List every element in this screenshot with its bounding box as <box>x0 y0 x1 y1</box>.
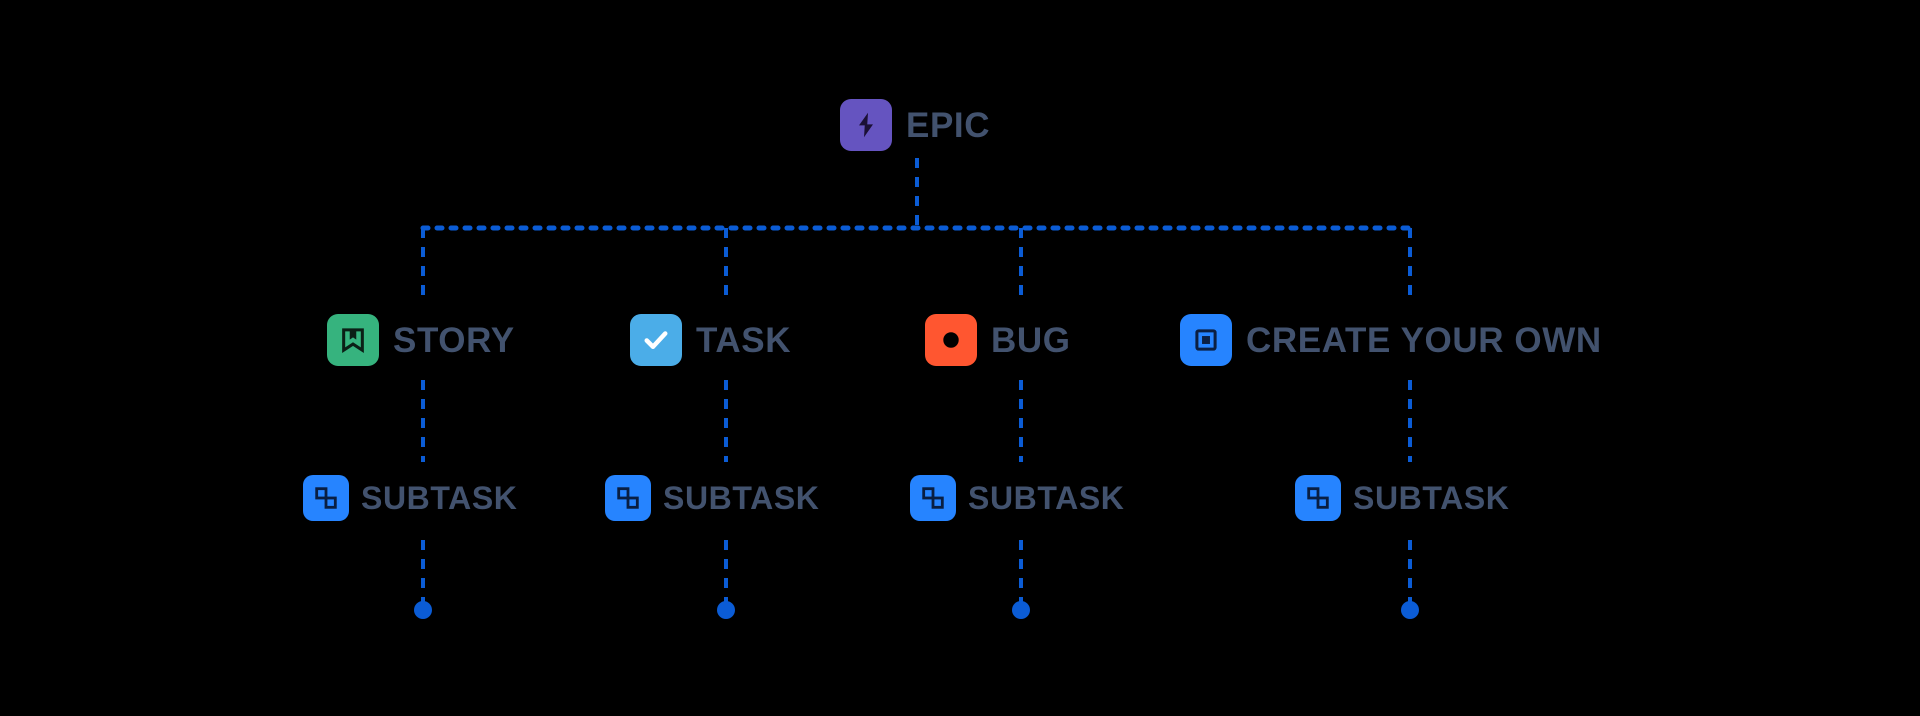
node-create-your-own-label: CREATE YOUR OWN <box>1246 320 1602 360</box>
node-subtask-bug-label: SUBTASK <box>968 480 1125 516</box>
node-task-label: TASK <box>696 320 792 360</box>
node-create-your-own[interactable]: CREATE YOUR OWN <box>1180 314 1602 366</box>
node-subtask-bug[interactable]: SUBTASK <box>910 475 1125 521</box>
task-check-icon <box>630 314 682 366</box>
story-bookmark-icon <box>327 314 379 366</box>
node-subtask-task-label: SUBTASK <box>663 480 820 516</box>
node-bug-label: BUG <box>991 320 1071 360</box>
subtask-squares-icon <box>605 475 651 521</box>
node-story[interactable]: STORY <box>327 314 515 366</box>
node-epic-label: EPIC <box>906 105 991 145</box>
node-epic[interactable]: EPIC <box>840 99 990 151</box>
terminal-dot-2 <box>717 601 735 619</box>
node-bug[interactable]: BUG <box>925 314 1071 366</box>
subtask-squares-icon <box>1295 475 1341 521</box>
node-subtask-story[interactable]: SUBTASK <box>303 475 518 521</box>
node-subtask-task[interactable]: SUBTASK <box>605 475 820 521</box>
node-task[interactable]: TASK <box>630 314 791 366</box>
node-subtask-create-your-own[interactable]: SUBTASK <box>1295 475 1510 521</box>
node-subtask-story-label: SUBTASK <box>361 480 518 516</box>
node-subtask-create-your-own-label: SUBTASK <box>1353 480 1510 516</box>
create-your-own-square-icon <box>1180 314 1232 366</box>
node-story-label: STORY <box>393 320 515 360</box>
subtask-squares-icon <box>910 475 956 521</box>
terminal-dot-1 <box>414 601 432 619</box>
subtask-squares-icon <box>303 475 349 521</box>
terminal-dot-3 <box>1012 601 1030 619</box>
epic-lightning-icon <box>840 99 892 151</box>
terminal-dot-4 <box>1401 601 1419 619</box>
bug-circle-icon <box>925 314 977 366</box>
